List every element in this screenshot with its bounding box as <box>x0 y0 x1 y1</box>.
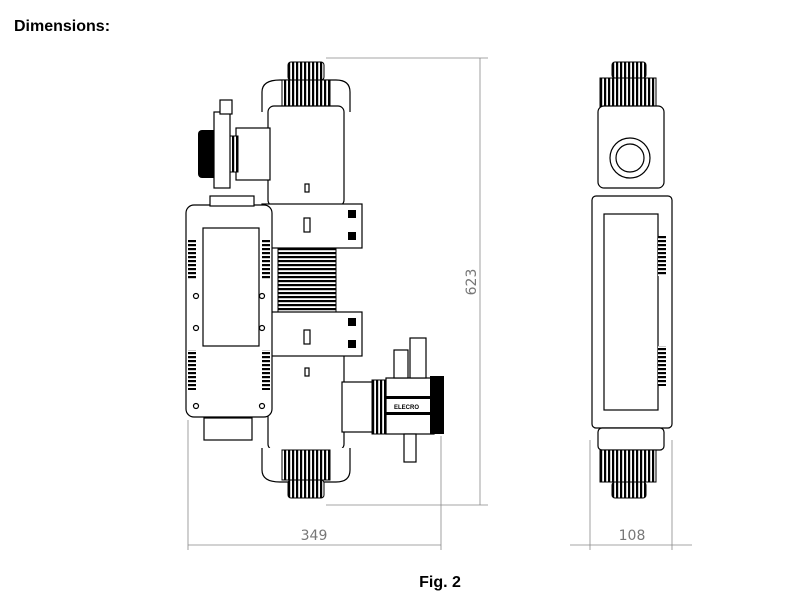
outlet-fitting <box>341 381 377 433</box>
figure-caption: Fig. 2 <box>419 574 461 591</box>
control-panel <box>202 227 260 347</box>
main-tube-bottom <box>267 349 345 451</box>
ribbed-section <box>277 247 337 313</box>
upper-clamp <box>261 203 363 249</box>
lower-clamp <box>261 311 363 357</box>
side-view <box>591 61 673 499</box>
top-cap <box>287 61 325 81</box>
cable-glands <box>203 417 253 441</box>
height-dimension: 623 <box>464 269 480 296</box>
bottom-cap <box>287 479 325 499</box>
width-dimension: 349 <box>301 528 328 544</box>
front-view: ELECRO <box>185 61 444 499</box>
inlet-fitting <box>235 127 271 181</box>
elecro-logo: ELECRO <box>394 405 419 411</box>
depth-dimension: 108 <box>619 528 646 544</box>
section-heading: Dimensions: <box>14 18 111 35</box>
dimension-lines <box>187 57 692 550</box>
